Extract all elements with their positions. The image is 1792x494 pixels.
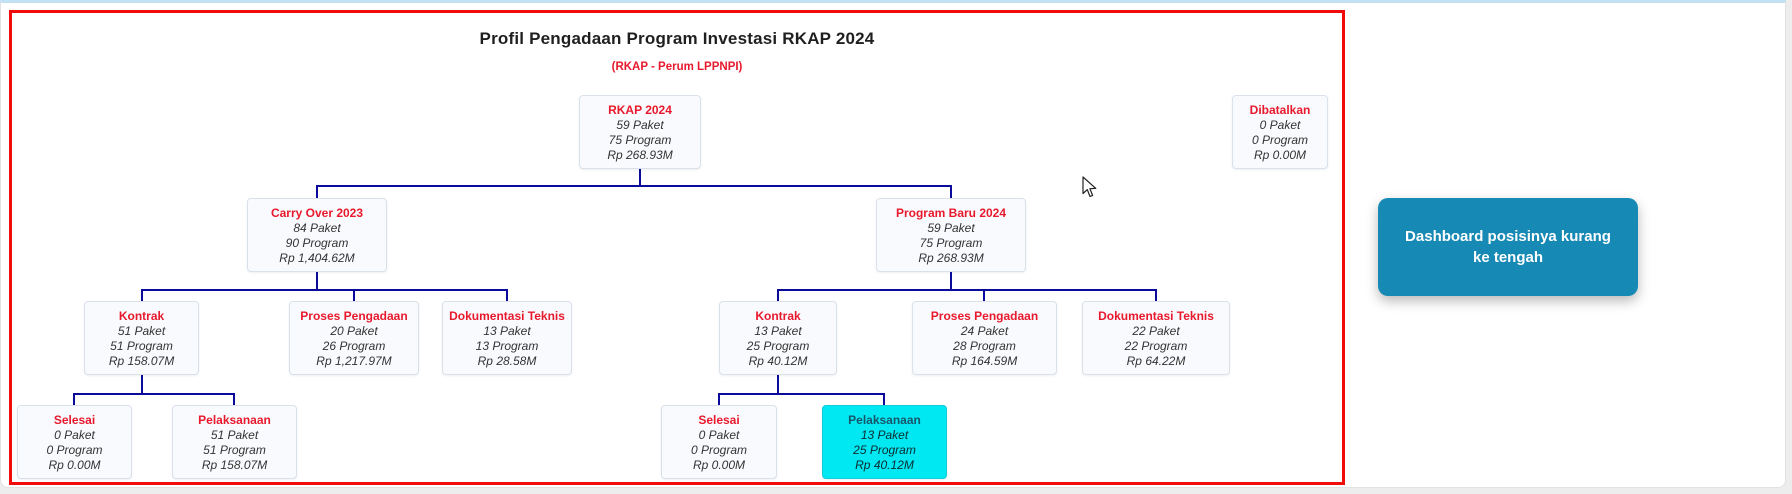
- org-node-carryover-selesai[interactable]: Selesai 0 Paket 0 Program Rp 0.00M: [17, 405, 132, 479]
- node-program: 51 Program: [110, 339, 173, 353]
- node-title: Dibatalkan: [1249, 103, 1311, 117]
- node-title: Dokumentasi Teknis: [449, 309, 565, 323]
- node-paket: 59 Paket: [927, 221, 975, 235]
- connector-line: [950, 272, 952, 289]
- node-program: 26 Program: [322, 339, 386, 353]
- node-title: Kontrak: [755, 309, 801, 323]
- node-value: Rp 1,404.62M: [279, 251, 355, 265]
- node-title: RKAP 2024: [608, 103, 672, 117]
- node-value: Rp 0.00M: [1253, 148, 1307, 162]
- org-node-carryover-dokumentasi-teknis[interactable]: Dokumentasi Teknis 13 Paket 13 Program R…: [442, 301, 572, 375]
- connector-line: [141, 291, 143, 301]
- node-program: 0 Program: [1251, 133, 1309, 147]
- node-program: 75 Program: [919, 236, 983, 250]
- connector-line: [1155, 291, 1157, 301]
- org-node-baru-proses-pengadaan[interactable]: Proses Pengadaan 24 Paket 28 Program Rp …: [912, 301, 1057, 375]
- node-program: 13 Program: [475, 339, 539, 353]
- org-node-carryover-kontrak[interactable]: Kontrak 51 Paket 51 Program Rp 158.07M: [84, 301, 199, 375]
- node-paket: 84 Paket: [293, 221, 341, 235]
- node-value: Rp 0.00M: [692, 458, 746, 472]
- node-program: 75 Program: [608, 133, 672, 147]
- connector-line: [73, 395, 75, 405]
- node-program: 25 Program: [853, 443, 916, 457]
- org-node-baru-pelaksanaan-highlighted[interactable]: Pelaksanaan 13 Paket 25 Program Rp 40.12…: [822, 405, 947, 479]
- org-node-carry-over-2023[interactable]: Carry Over 2023 84 Paket 90 Program Rp 1…: [247, 198, 387, 272]
- connector-line: [506, 291, 508, 301]
- node-paket: 24 Paket: [960, 324, 1009, 338]
- node-value: Rp 268.93M: [918, 251, 984, 265]
- node-value: Rp 158.07M: [108, 354, 175, 368]
- node-program: 90 Program: [285, 236, 349, 250]
- connector-line: [777, 291, 779, 301]
- node-value: Rp 28.58M: [477, 354, 537, 368]
- page-subtitle: (RKAP - Perum LPPNPI): [611, 61, 743, 73]
- connector-line: [718, 395, 720, 405]
- node-value: Rp 64.22M: [1126, 354, 1186, 368]
- connector-line: [73, 393, 235, 395]
- node-paket: 13 Paket: [860, 428, 909, 442]
- node-paket: 51 Paket: [117, 324, 166, 338]
- node-value: Rp 40.12M: [748, 354, 808, 368]
- org-node-program-baru-2024[interactable]: Program Baru 2024 59 Paket 75 Program Rp…: [876, 198, 1026, 272]
- connector-line: [316, 187, 318, 198]
- node-title: Pelaksanaan: [848, 413, 921, 427]
- node-paket: 20 Paket: [330, 324, 378, 338]
- connector-line: [718, 393, 885, 395]
- node-title: Program Baru 2024: [895, 206, 1007, 220]
- node-program: 28 Program: [953, 339, 1016, 353]
- connector-line: [316, 185, 952, 187]
- org-node-baru-selesai[interactable]: Selesai 0 Paket 0 Program Rp 0.00M: [661, 405, 777, 479]
- connector-line: [883, 395, 885, 405]
- connector-line: [353, 291, 355, 301]
- node-value: Rp 40.12M: [855, 458, 914, 472]
- node-program: 51 Program: [203, 443, 266, 457]
- node-program: 0 Program: [46, 443, 103, 457]
- node-paket: 22 Paket: [1132, 324, 1180, 338]
- comment-annotation[interactable]: Dashboard posisinya kurang ke tengah: [1378, 198, 1638, 296]
- connector-line: [141, 289, 508, 291]
- connector-line: [983, 291, 985, 301]
- node-paket: 0 Paket: [54, 428, 95, 442]
- node-paket: 13 Paket: [754, 324, 802, 338]
- node-value: Rp 268.93M: [607, 148, 673, 162]
- connector-line: [639, 169, 641, 185]
- node-value: Rp 1,217.97M: [316, 354, 392, 368]
- node-paket: 0 Paket: [1259, 118, 1301, 132]
- org-node-carryover-pelaksanaan[interactable]: Pelaksanaan 51 Paket 51 Program Rp 158.0…: [172, 405, 297, 479]
- org-node-baru-dokumentasi-teknis[interactable]: Dokumentasi Teknis 22 Paket 22 Program R…: [1082, 301, 1230, 375]
- org-node-dibatalkan[interactable]: Dibatalkan 0 Paket 0 Program Rp 0.00M: [1232, 95, 1328, 169]
- node-paket: 0 Paket: [698, 428, 740, 442]
- node-title: Proses Pengadaan: [930, 309, 1039, 323]
- node-program: 25 Program: [746, 339, 810, 353]
- org-node-baru-kontrak[interactable]: Kontrak 13 Paket 25 Program Rp 40.12M: [719, 301, 837, 375]
- connector-line: [141, 375, 143, 393]
- node-title: Selesai: [698, 413, 740, 427]
- org-node-carryover-proses-pengadaan[interactable]: Proses Pengadaan 20 Paket 26 Program Rp …: [289, 301, 419, 375]
- node-value: Rp 0.00M: [48, 458, 101, 472]
- node-paket: 59 Paket: [616, 118, 664, 132]
- node-value: Rp 158.07M: [201, 458, 268, 472]
- node-value: Rp 164.59M: [951, 354, 1018, 368]
- connector-line: [777, 289, 1157, 291]
- node-title: Pelaksanaan: [198, 413, 271, 427]
- node-title: Kontrak: [118, 309, 165, 323]
- org-node-rkap-2024[interactable]: RKAP 2024 59 Paket 75 Program Rp 268.93M: [579, 95, 701, 169]
- dashboard-chart-area: Profil Pengadaan Program Investasi RKAP …: [9, 10, 1345, 485]
- connector-line: [777, 375, 779, 393]
- page-title: Profil Pengadaan Program Investasi RKAP …: [479, 29, 875, 48]
- mouse-cursor: [1082, 176, 1097, 198]
- node-paket: 13 Paket: [483, 324, 531, 338]
- node-title: Proses Pengadaan: [300, 309, 408, 323]
- connector-line: [950, 187, 952, 198]
- connector-line: [233, 395, 235, 405]
- node-title: Selesai: [53, 413, 96, 427]
- node-paket: 51 Paket: [210, 428, 259, 442]
- connector-line: [316, 272, 318, 289]
- node-program: 22 Program: [1124, 339, 1188, 353]
- node-title: Carry Over 2023: [270, 206, 364, 220]
- node-title: Dokumentasi Teknis: [1098, 309, 1214, 323]
- comment-text: Dashboard posisinya kurang ke tengah: [1405, 228, 1611, 266]
- node-program: 0 Program: [690, 443, 748, 457]
